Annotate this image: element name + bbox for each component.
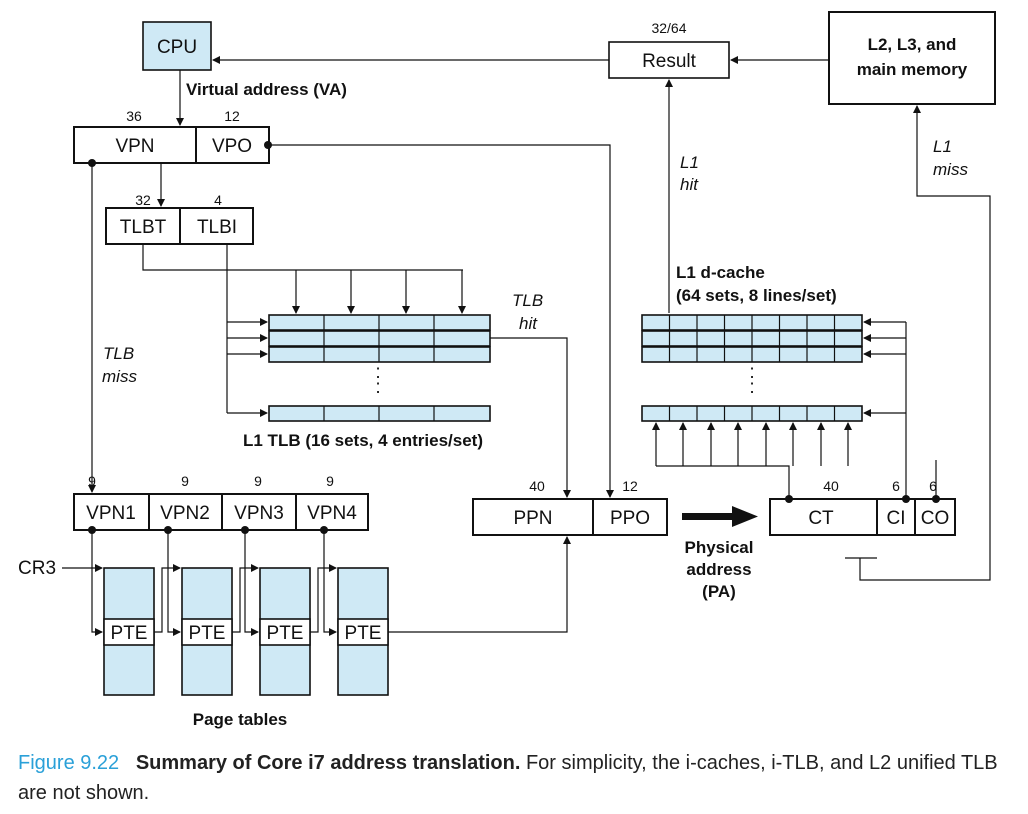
cpu-box: CPU — [142, 21, 212, 71]
l1-dcache — [641, 314, 863, 422]
vpo-bits: 12 — [224, 108, 240, 124]
vpn4-bits: 9 — [326, 473, 334, 489]
dcache-dots-2: : — [749, 377, 754, 398]
vpn2-bits: 9 — [181, 473, 189, 489]
tlb-hit-label-2: hit — [519, 314, 538, 333]
connectors — [62, 56, 991, 636]
vpn-levels-register: VPN1 VPN2 VPN3 VPN4 — [73, 493, 369, 531]
tlbi-bits: 4 — [214, 192, 222, 208]
cache-address-register: CT CI CO — [769, 498, 956, 536]
physical-address-arrow — [682, 506, 758, 527]
page-table-2: PTE — [181, 567, 233, 696]
tlb-index-register: TLBT TLBI — [105, 207, 254, 245]
pte-4: PTE — [345, 623, 382, 644]
page-table-3: PTE — [259, 567, 311, 696]
l1-tlb-label: L1 TLB (16 sets, 4 entries/set) — [243, 431, 483, 450]
vpo-field: VPO — [212, 136, 252, 157]
dcache-label-1: L1 d-cache — [676, 263, 765, 282]
ci-field: CI — [887, 508, 906, 529]
co-bits: 6 — [929, 478, 937, 494]
l1-hit-label-1: L1 — [680, 153, 699, 172]
vpn-field: VPN — [115, 136, 154, 157]
ppn-bits: 40 — [529, 478, 545, 494]
tlb-hit-label-1: TLB — [512, 291, 543, 310]
cr3-label: CR3 — [18, 558, 56, 579]
vpn-bits: 36 — [126, 108, 142, 124]
vpn4-field: VPN4 — [307, 503, 357, 524]
result-label: Result — [642, 51, 697, 72]
virtual-address-label: Virtual address (VA) — [186, 80, 347, 99]
tlb-dots-2: : — [375, 377, 380, 398]
ct-bits: 40 — [823, 478, 839, 494]
l1-miss-label-2: miss — [933, 160, 968, 179]
pte-1: PTE — [111, 623, 148, 644]
result-bits: 32/64 — [651, 20, 686, 36]
memory-box: L2, L3, and main memory — [828, 11, 996, 105]
vpn3-field: VPN3 — [234, 503, 284, 524]
memory-label-2: main memory — [857, 60, 968, 79]
l1-tlb — [268, 314, 491, 422]
tlb-miss-label-1: TLB — [103, 344, 134, 363]
tlb-miss-label-2: miss — [102, 367, 137, 386]
physical-address-label-3: (PA) — [702, 582, 736, 601]
ppo-bits: 12 — [622, 478, 638, 494]
vpn3-bits: 9 — [254, 473, 262, 489]
physical-address-label-2: address — [686, 560, 751, 579]
memory-label-1: L2, L3, and — [868, 35, 957, 54]
figure-number: Figure 9.22 — [18, 752, 120, 774]
dcache-label-2: (64 sets, 8 lines/set) — [676, 286, 837, 305]
ct-field: CT — [808, 508, 834, 529]
page-table-4: PTE — [337, 567, 389, 696]
l1-miss-label-1: L1 — [933, 137, 952, 156]
physical-address-label-1: Physical — [685, 538, 754, 557]
vpn2-field: VPN2 — [160, 503, 210, 524]
cpu-label: CPU — [157, 37, 197, 58]
page-tables-label: Page tables — [193, 710, 288, 729]
page-table-1: PTE — [103, 567, 155, 696]
co-field: CO — [921, 508, 950, 529]
pte-2: PTE — [189, 623, 226, 644]
result-box: Result — [608, 41, 730, 79]
figure-title: Summary of Core i7 address translation. — [135, 752, 521, 774]
ppo-field: PPO — [610, 508, 650, 529]
pte-3: PTE — [267, 623, 304, 644]
figure-caption-text: For simplicity, the i-caches, i-TLB, and… — [18, 752, 998, 804]
tlb-dots-1: : — [375, 362, 380, 383]
physical-page-register: PPN PPO — [472, 498, 668, 536]
tlbt-field: TLBT — [120, 217, 167, 238]
l1-hit-label-2: hit — [680, 175, 699, 194]
ci-bits: 6 — [892, 478, 900, 494]
tlbi-field: TLBI — [197, 217, 237, 238]
tlbt-bits: 32 — [135, 192, 151, 208]
address-translation-diagram: CPU Virtual address (VA) 36 12 VPN VPO 3… — [18, 11, 996, 729]
virtual-address-register: VPN VPO — [73, 126, 270, 164]
figure-caption: Figure 9.22 Summary of Core i7 address t… — [18, 748, 1008, 808]
vpn1-field: VPN1 — [86, 503, 136, 524]
dcache-dots-1: : — [749, 362, 754, 383]
ppn-field: PPN — [513, 508, 552, 529]
